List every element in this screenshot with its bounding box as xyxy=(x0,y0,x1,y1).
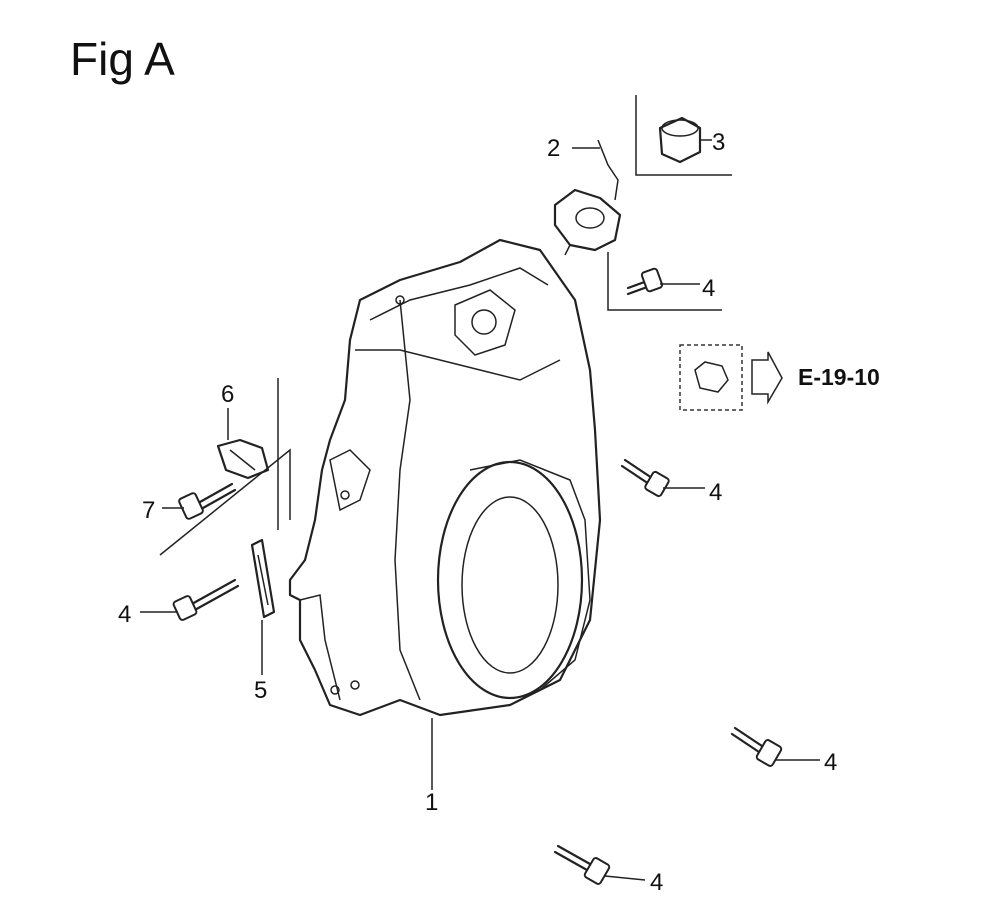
cap xyxy=(658,116,702,164)
bolt-right xyxy=(620,458,670,498)
clip xyxy=(216,438,270,480)
leader-lines xyxy=(140,139,820,881)
figure-title: Fig A xyxy=(70,33,175,85)
callout-5: 5 xyxy=(254,677,267,704)
reference-label: E-19-10 xyxy=(798,364,880,390)
callout-3: 3 xyxy=(712,129,725,156)
spring-plate xyxy=(250,538,276,619)
bolt-upper xyxy=(626,267,664,296)
bracket-part6-7 xyxy=(159,378,291,556)
bracket-upper-bolt xyxy=(607,252,722,311)
stop-switch xyxy=(553,139,622,256)
fan-cover xyxy=(288,238,602,717)
bolt-left xyxy=(172,578,240,621)
callout-4-right: 4 xyxy=(709,479,722,506)
callout-6: 6 xyxy=(221,381,234,408)
callout-4-left: 4 xyxy=(118,601,131,628)
callout-1: 1 xyxy=(425,789,438,816)
bracket-part3 xyxy=(635,95,732,176)
bolt-clip xyxy=(178,482,237,520)
callout-7: 7 xyxy=(142,497,155,524)
bolt-lower-right xyxy=(730,726,783,767)
callout-4-bottom: 4 xyxy=(650,869,663,896)
callout-4-upper: 4 xyxy=(702,275,715,302)
callout-4-lower-right: 4 xyxy=(824,749,837,776)
reference-box xyxy=(679,344,783,411)
bolt-bottom xyxy=(553,844,611,885)
callout-2: 2 xyxy=(547,135,560,162)
